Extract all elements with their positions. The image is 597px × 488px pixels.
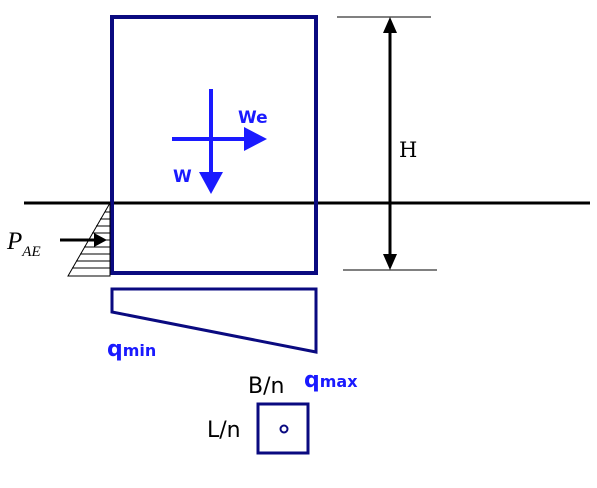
foundation-block bbox=[110, 15, 318, 275]
weight-arrow-head bbox=[199, 172, 223, 194]
label-b-over-n: B/n bbox=[248, 374, 284, 399]
plan-view-square bbox=[256, 402, 310, 455]
label-w: W bbox=[173, 167, 192, 187]
label-q-max: qmax bbox=[304, 368, 358, 393]
pae-arrow-head bbox=[94, 233, 107, 247]
label-h: H bbox=[399, 138, 417, 162]
height-arrow-bottom bbox=[383, 254, 397, 270]
label-we: We bbox=[238, 108, 268, 128]
label-pae: PAE bbox=[6, 228, 41, 260]
height-arrow-top bbox=[383, 17, 397, 33]
label-q-min: qmin bbox=[107, 337, 156, 362]
seismic-arrow-head bbox=[244, 127, 267, 151]
load-point-marker bbox=[279, 424, 289, 434]
label-l-over-n: L/n bbox=[207, 418, 241, 443]
soil-pressure-trapezoid bbox=[110, 287, 318, 354]
